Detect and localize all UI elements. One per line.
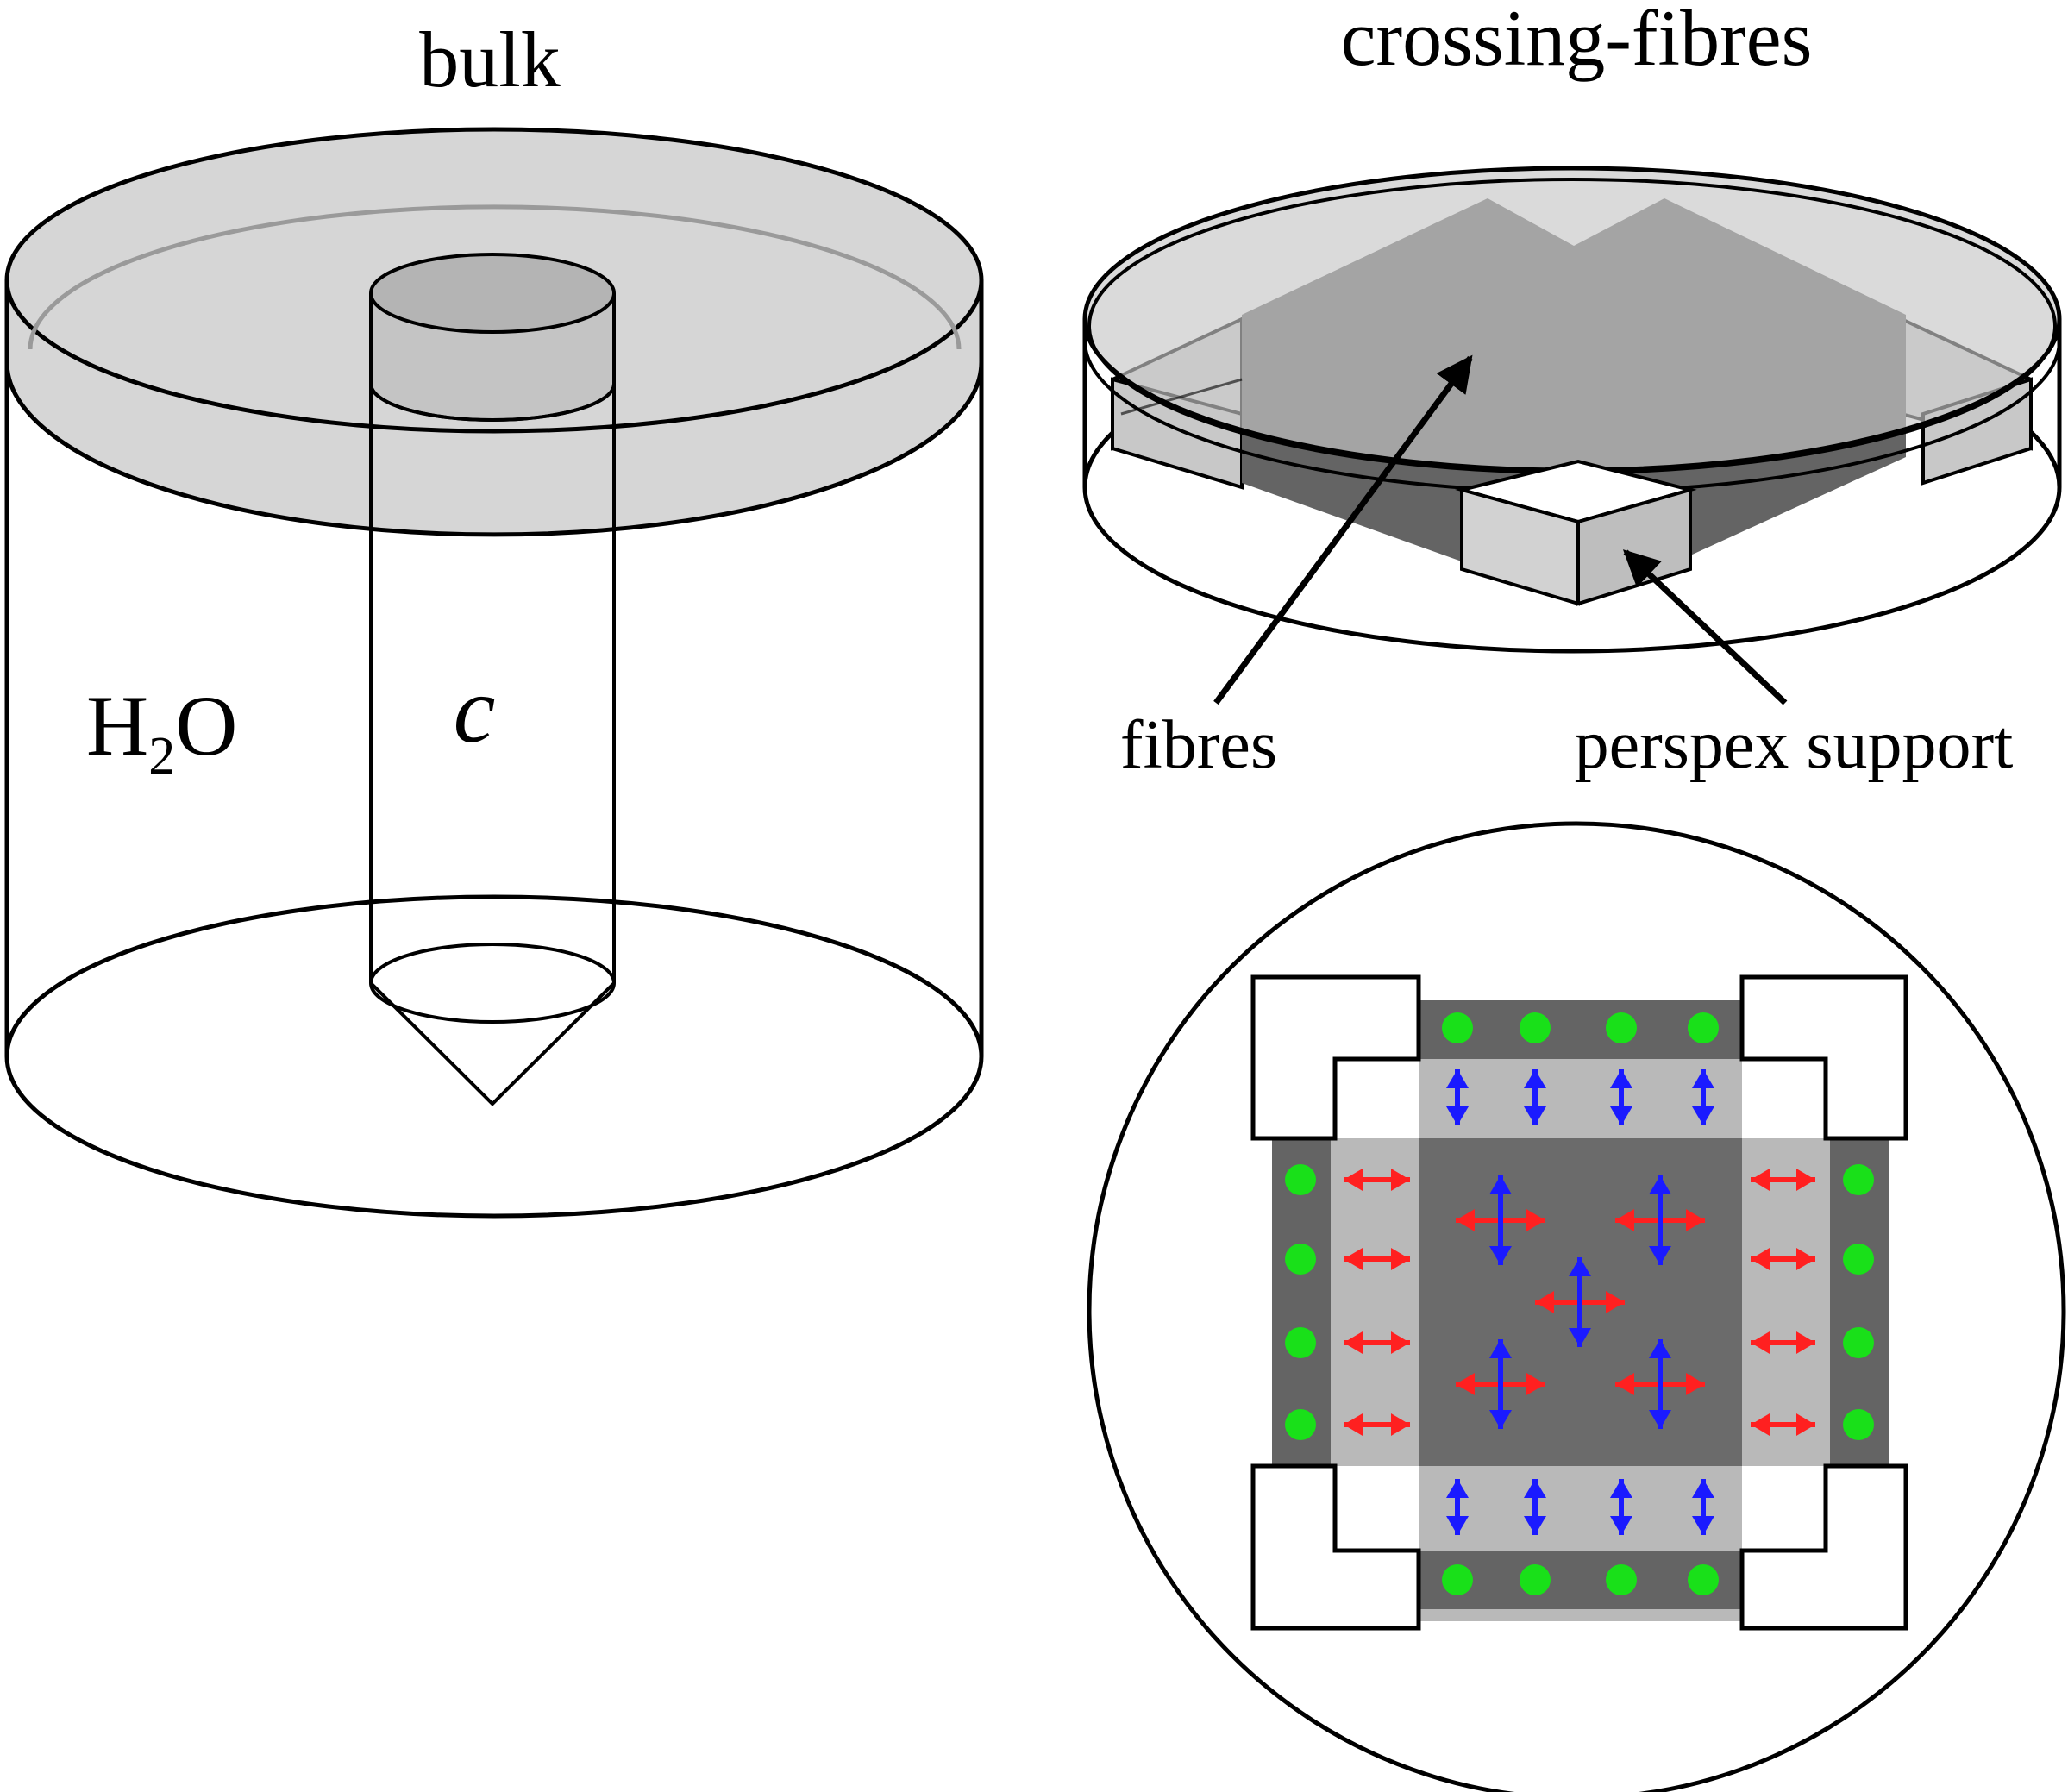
arrow-vertical	[1569, 1257, 1591, 1347]
fibre-dot	[1285, 1327, 1316, 1358]
arrow-vertical	[1649, 1175, 1671, 1265]
fibres-pointer	[1213, 354, 1473, 705]
fibre-dot	[1843, 1244, 1874, 1275]
arrow-horizontal	[1751, 1413, 1815, 1436]
arrow-horizontal	[1344, 1248, 1410, 1270]
arrow-horizontal	[1751, 1169, 1815, 1191]
arrow-vertical	[1649, 1339, 1671, 1429]
support-label: perspex support	[1575, 707, 2014, 783]
arrow-horizontal	[1344, 1169, 1410, 1191]
fibre-dot	[1285, 1409, 1316, 1440]
arrow-vertical	[1489, 1175, 1512, 1265]
fibres-label: fibres	[1120, 707, 1277, 783]
fibre-dot	[1442, 1564, 1473, 1595]
arrow-vertical	[1692, 1069, 1714, 1125]
concentration-label: c	[454, 657, 496, 762]
fibre-dot	[1688, 1012, 1719, 1043]
arrow-vertical	[1692, 1479, 1714, 1535]
support-bottom-right	[1739, 1463, 1908, 1631]
support-top-right	[1739, 974, 1908, 1141]
fibre-dot	[1843, 1164, 1874, 1195]
sample-tube	[369, 253, 616, 1106]
arrow-vertical	[1446, 1069, 1469, 1125]
fibre-dot	[1520, 1564, 1551, 1595]
arrow-horizontal	[1751, 1331, 1815, 1354]
bulk-title: bulk	[419, 16, 561, 103]
arrow-horizontal	[1344, 1331, 1410, 1354]
fibre-dot	[1688, 1564, 1719, 1595]
arrow-vertical	[1446, 1479, 1469, 1535]
arrow-vertical	[1524, 1479, 1546, 1535]
support-bottom-left	[1250, 1463, 1421, 1631]
arrow-horizontal	[1344, 1413, 1410, 1436]
arrow-horizontal	[1751, 1248, 1815, 1270]
arrow-vertical	[1524, 1069, 1546, 1125]
arrow-vertical	[1489, 1339, 1512, 1429]
arrow-vertical	[1610, 1479, 1632, 1535]
fibre-dot	[1520, 1012, 1551, 1043]
fibre-dots	[1285, 1012, 1874, 1595]
crossing-fibres-dish: crossing-fibres fibres perspex support	[1082, 0, 2062, 783]
support-top-left	[1250, 974, 1421, 1141]
bulk-cylinder: bulk H2O c	[4, 16, 984, 1219]
crossing-title: crossing-fibres	[1341, 0, 1813, 82]
bulk-bottom	[4, 894, 984, 1219]
support-block-front	[1455, 459, 1697, 606]
fibre-dot	[1843, 1327, 1874, 1358]
diffusion-arrows	[1344, 1069, 1815, 1535]
top-view	[1087, 821, 2066, 1792]
dish-lid	[1082, 166, 2062, 473]
arrow-vertical	[1610, 1069, 1632, 1125]
fibre-dot	[1843, 1409, 1874, 1440]
fibre-dot	[1442, 1012, 1473, 1043]
water-label: H2O	[86, 678, 237, 786]
fibre-dot	[1606, 1564, 1637, 1595]
fibre-dot	[1285, 1164, 1316, 1195]
support-pointer	[1622, 549, 1788, 705]
fibre-dot	[1285, 1244, 1316, 1275]
fibre-dot	[1606, 1012, 1637, 1043]
